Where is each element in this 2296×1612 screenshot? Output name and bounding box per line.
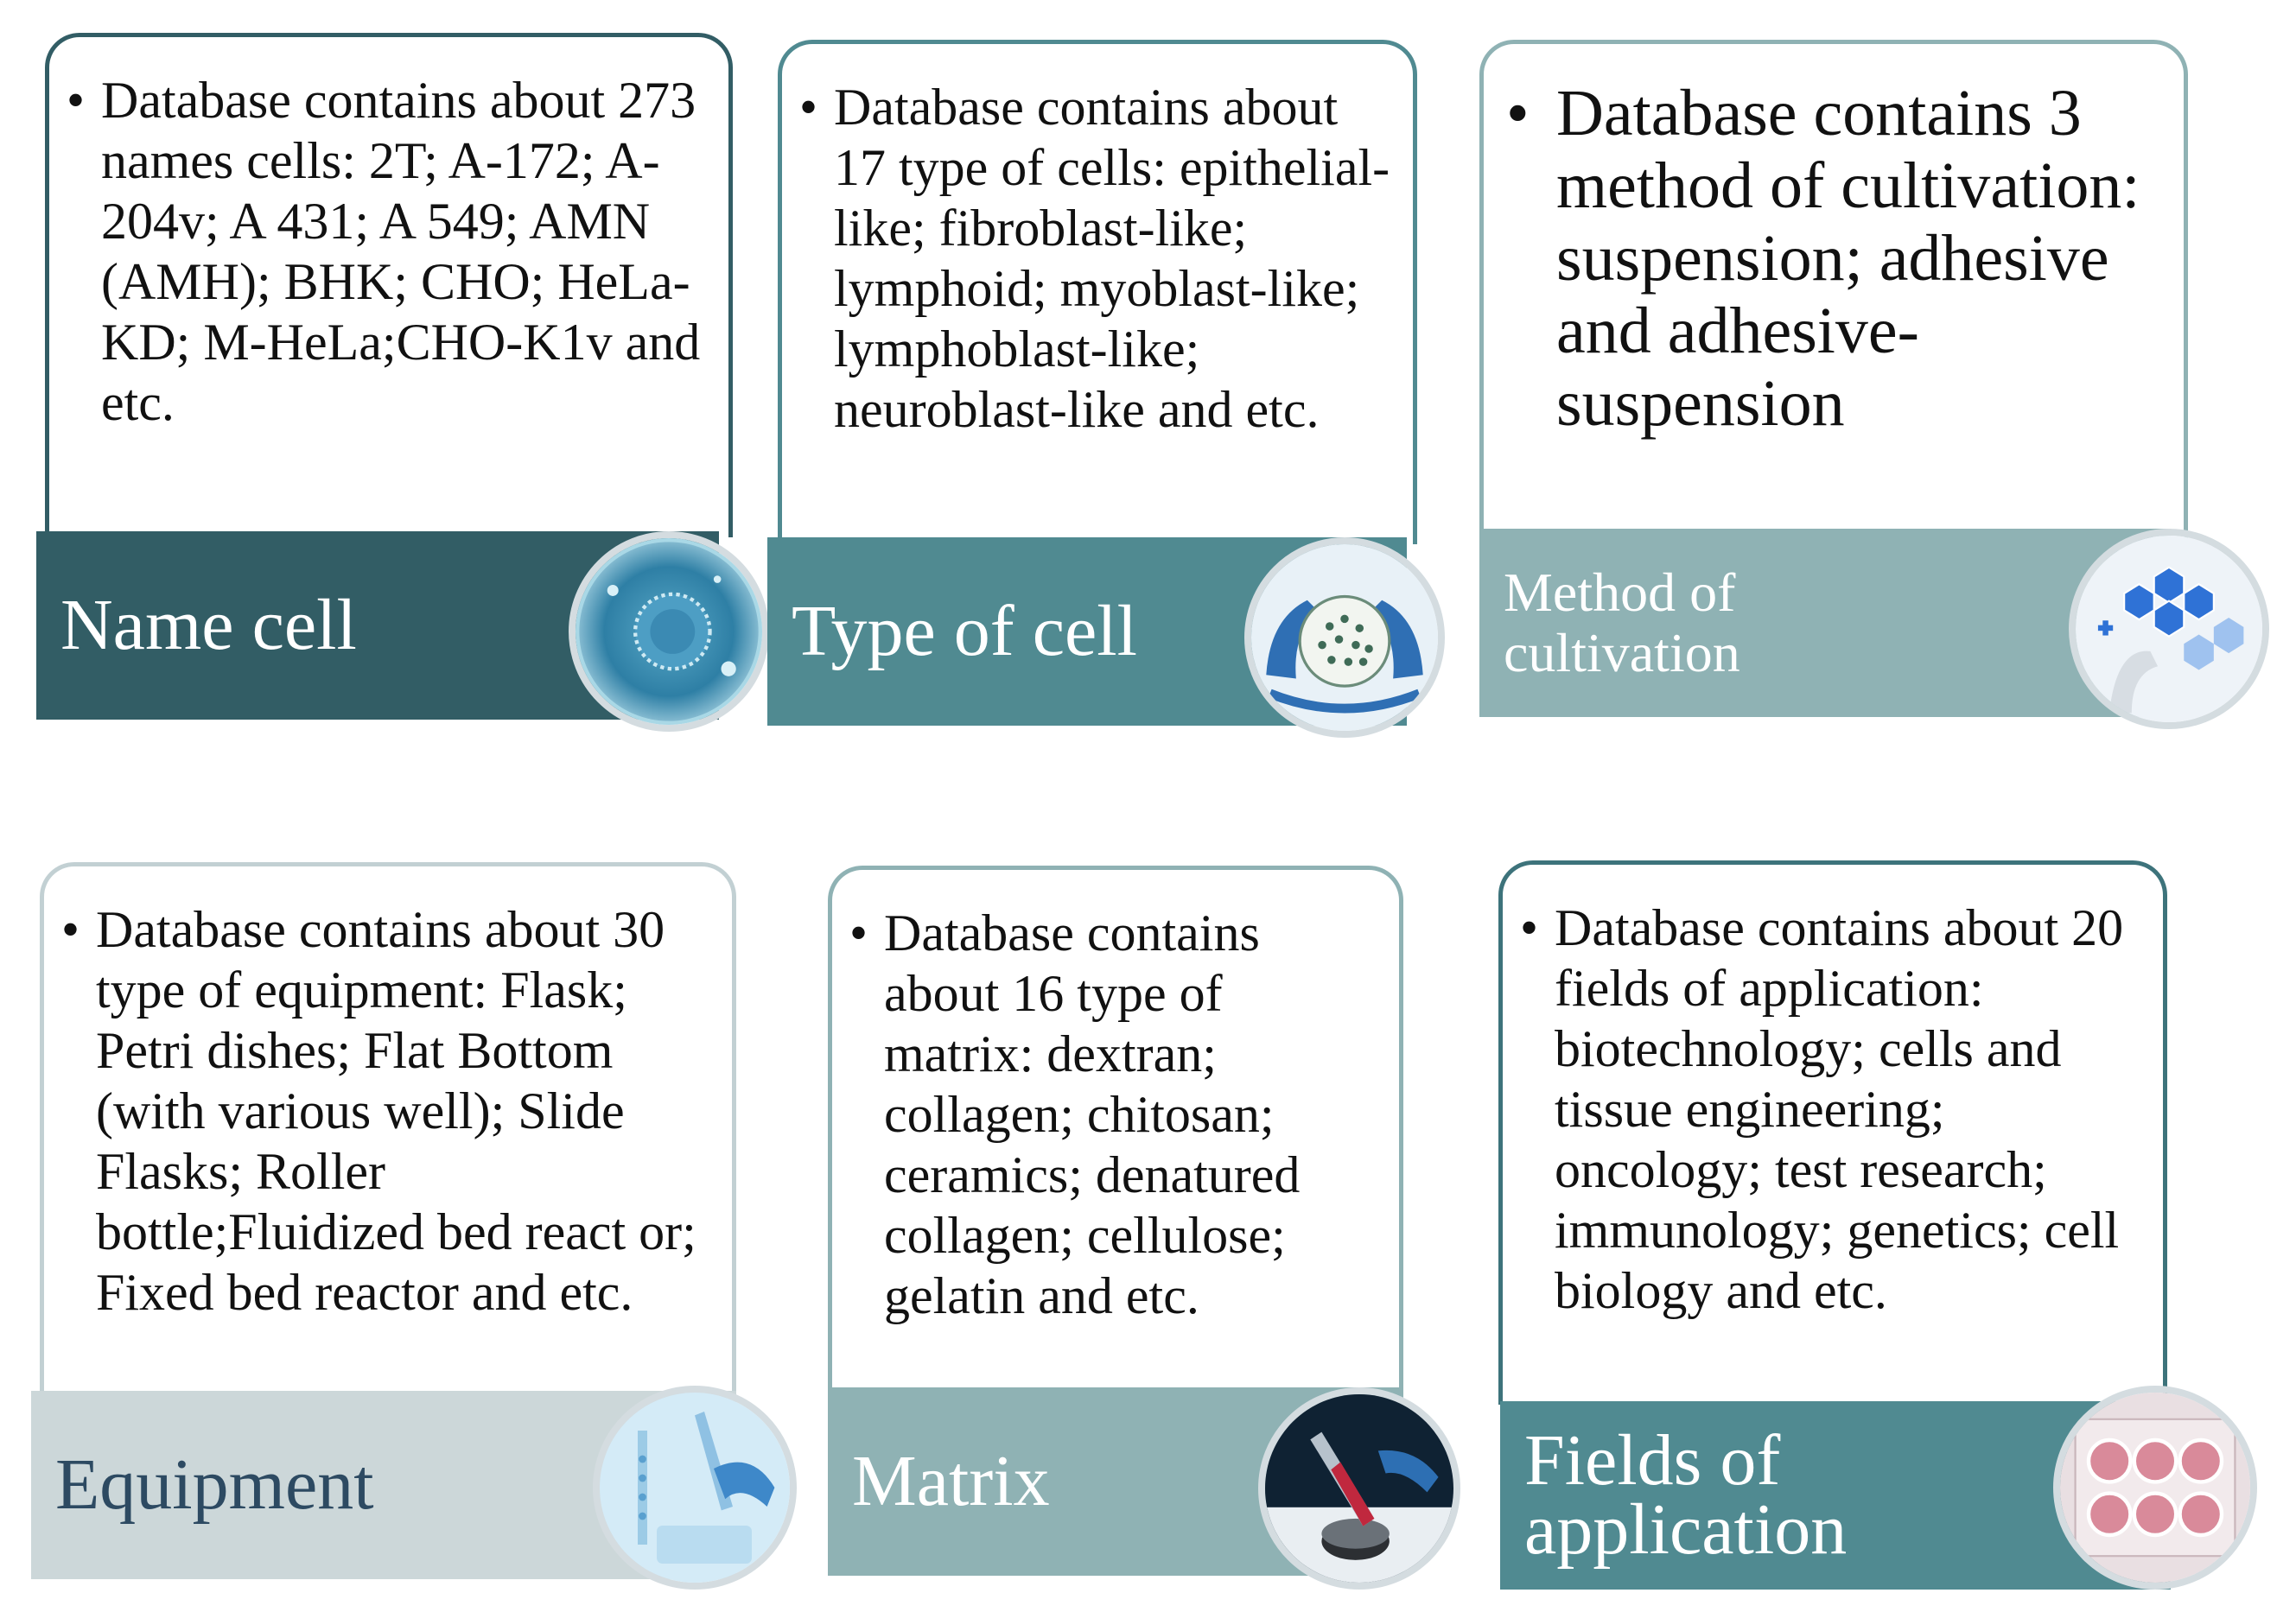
card-label-band: Method of cultivation <box>1479 529 2171 717</box>
card-label: Type of cell <box>792 591 1137 671</box>
card-text-item: Database contains about 273 names cells:… <box>67 70 708 433</box>
card-description: Database contains about 16 type of matri… <box>849 903 1378 1326</box>
card-text-box: Database contains about 30 type of equip… <box>40 862 736 1398</box>
card-text-box: Database contains about 273 names cells:… <box>45 33 733 537</box>
cell-sphere-icon <box>569 531 769 732</box>
card-text-item: Database contains about 16 type of matri… <box>849 903 1378 1326</box>
card-text-box: Database contains about 17 type of cells… <box>778 40 1417 544</box>
hexagon-medical-icon <box>2069 529 2269 729</box>
card-text-box: Database contains about 20 fields of app… <box>1498 860 2167 1405</box>
card-label: Matrix <box>852 1441 1050 1521</box>
hands-holding-cells-icon <box>1244 537 1445 738</box>
card-text-item: Database contains about 20 fields of app… <box>1520 898 2142 1321</box>
card-label: Fields of application <box>1524 1420 1848 1570</box>
card-description: Database contains about 20 fields of app… <box>1520 898 2142 1321</box>
card-text-box: Database contains 3 method of cultivatio… <box>1479 40 2188 544</box>
card-label: Equipment <box>55 1444 374 1525</box>
card-text-item: Database contains about 30 type of equip… <box>61 899 711 1323</box>
lab-pipette-icon <box>593 1386 797 1590</box>
card-text-item: Database contains 3 method of cultivatio… <box>1506 77 2163 440</box>
card-description: Database contains 3 method of cultivatio… <box>1506 77 2163 440</box>
card-description: Database contains about 30 type of equip… <box>61 899 711 1323</box>
card-description: Database contains about 273 names cells:… <box>67 70 708 433</box>
test-tube-icon <box>1258 1387 1460 1590</box>
well-plate-icon <box>2053 1386 2257 1590</box>
card-label: Method of cultivation <box>1504 562 1740 683</box>
card-text-item: Database contains about 17 type of cells… <box>799 77 1392 440</box>
card-text-box: Database contains about 16 type of matri… <box>828 866 1403 1394</box>
card-description: Database contains about 17 type of cells… <box>799 77 1392 440</box>
card-label: Name cell <box>60 585 357 665</box>
